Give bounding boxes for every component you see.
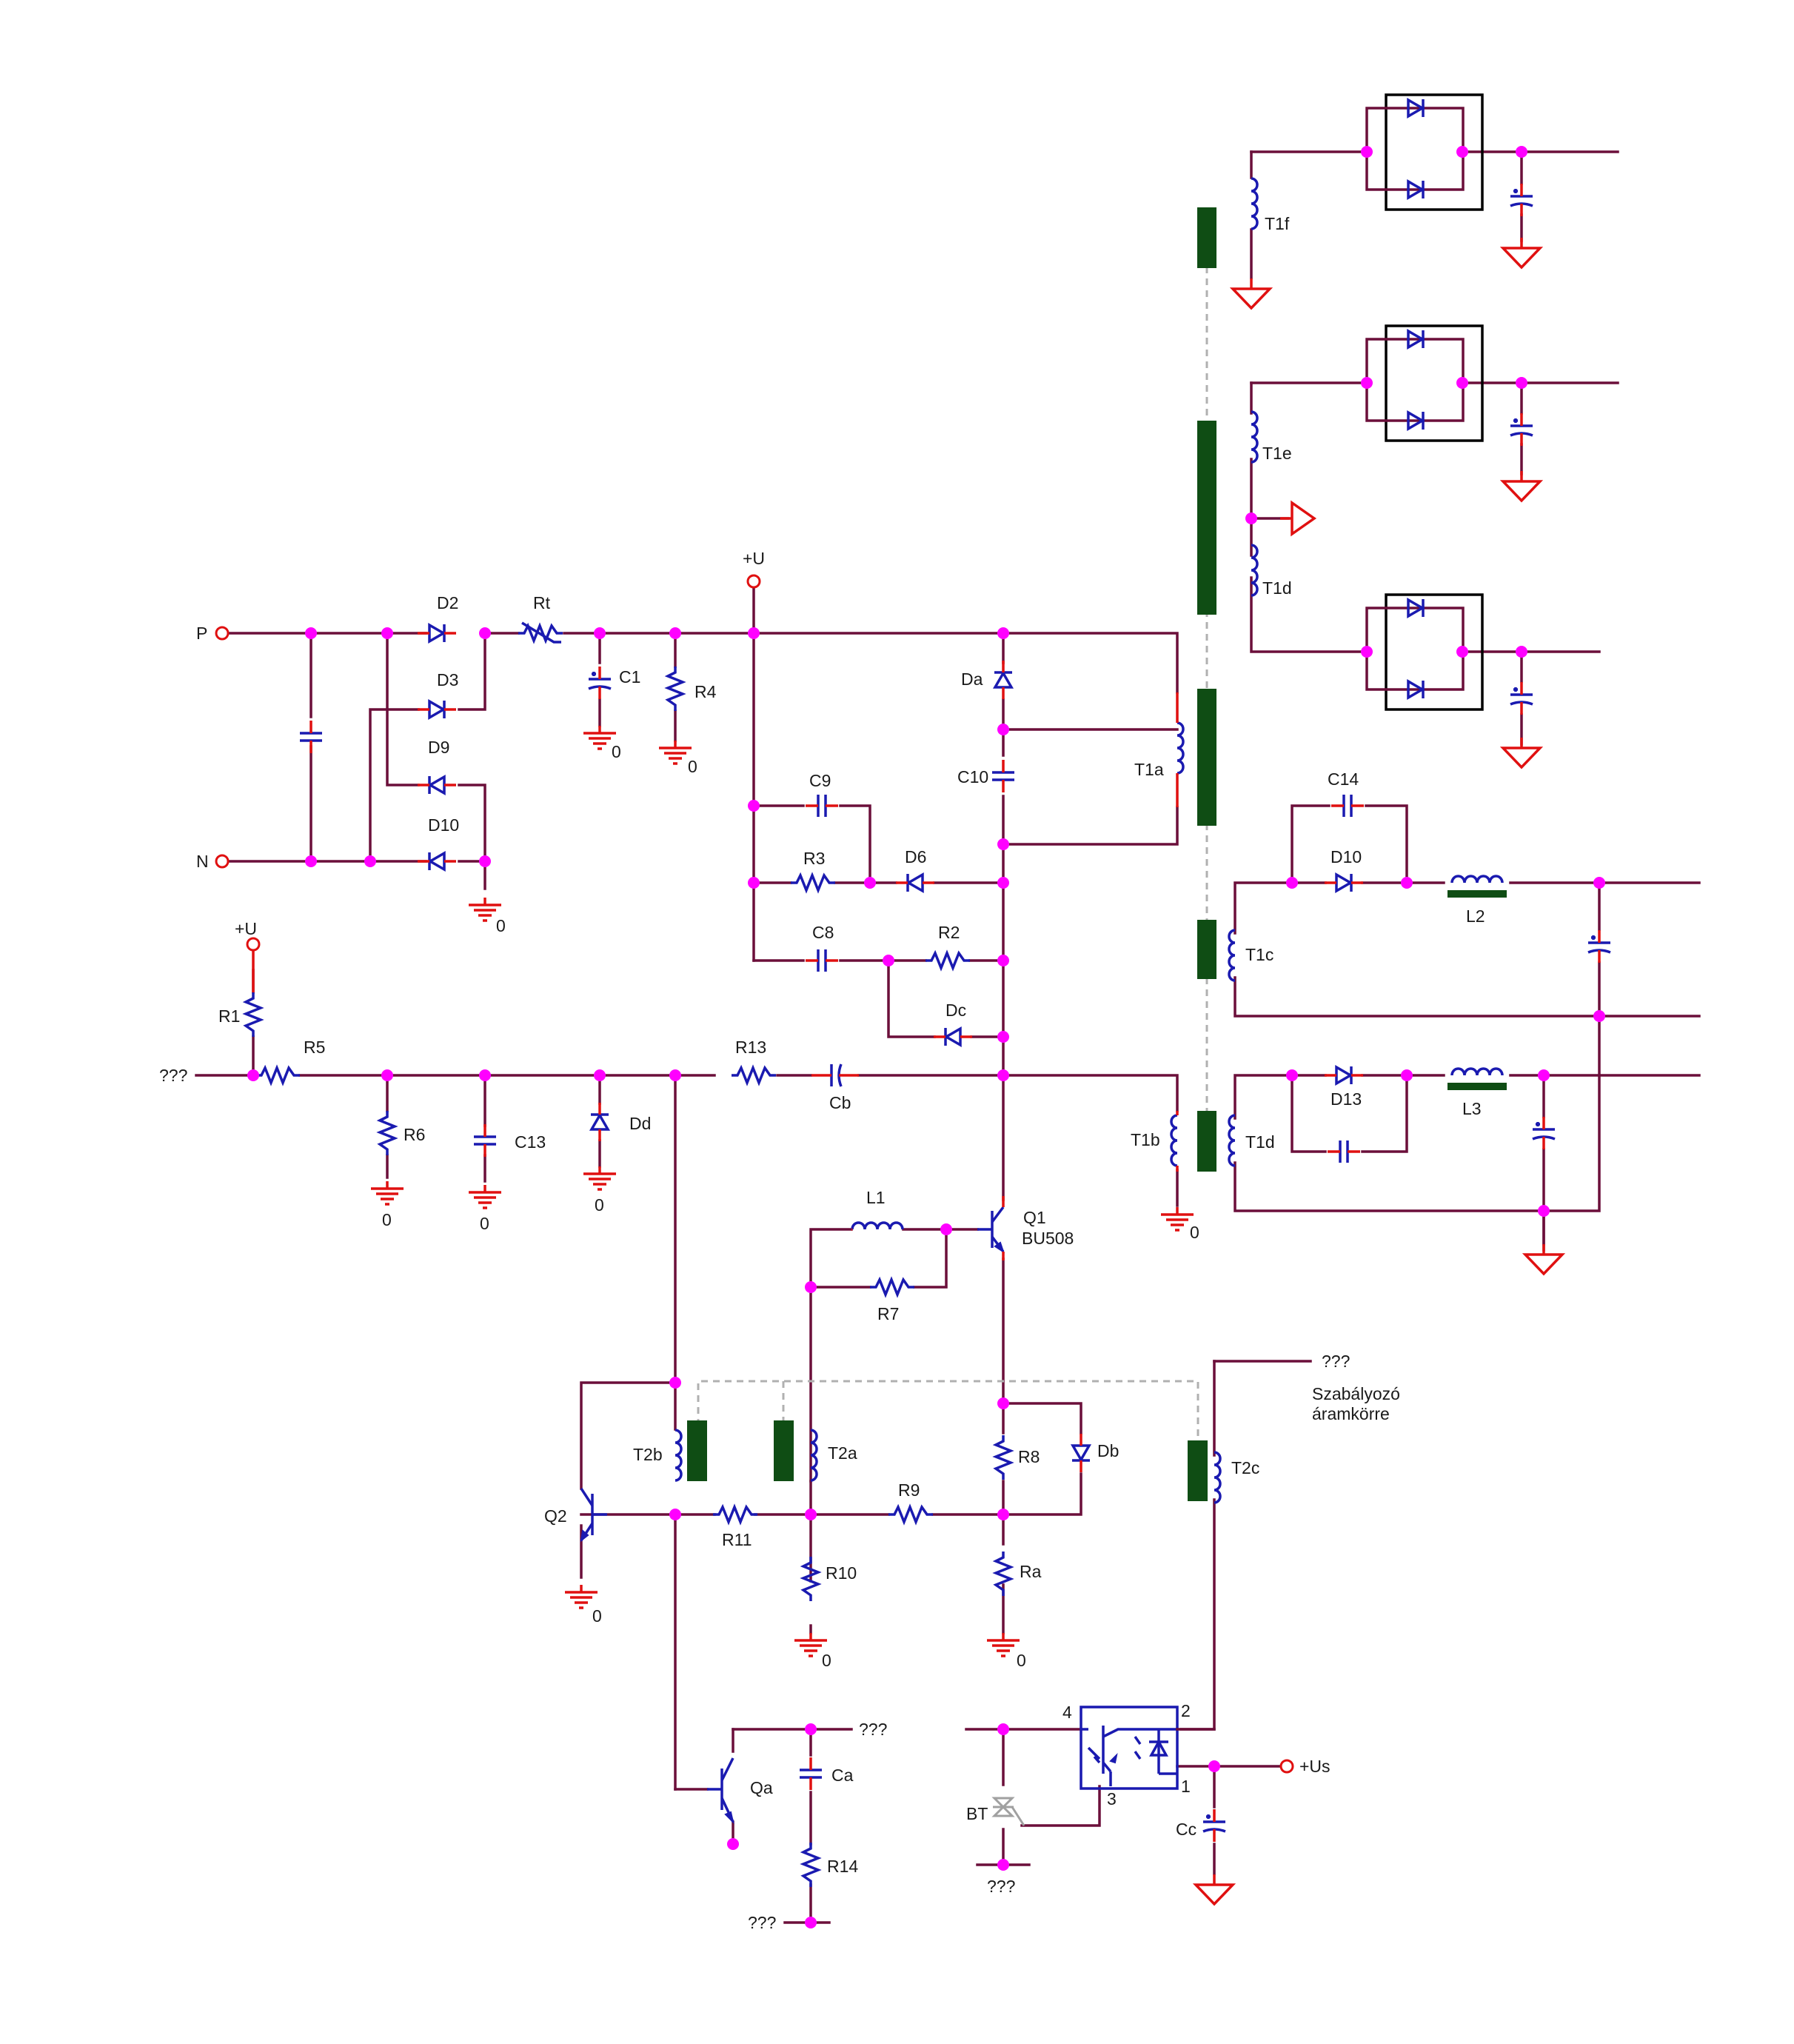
label-t2c: T2c	[1231, 1458, 1259, 1477]
label-q2: Q2	[544, 1506, 567, 1526]
label-da: Da	[961, 669, 983, 689]
annotation-line2: áramkörre	[1312, 1404, 1390, 1423]
terminals	[215, 574, 1294, 1774]
wires	[195, 150, 1701, 1924]
label-rt: Rt	[533, 593, 551, 612]
label-c10: C10	[957, 767, 988, 786]
label-t1c: T1c	[1245, 945, 1273, 964]
label-l2: L2	[1466, 906, 1485, 926]
label-r1: R1	[218, 1006, 240, 1026]
label-t1d: T1d	[1262, 578, 1292, 598]
gnd-label-r6: 0	[382, 1210, 392, 1229]
gnd-label-q2: 0	[592, 1606, 602, 1626]
coupling-lines	[697, 207, 1208, 1440]
label-pin4: 4	[1062, 1703, 1072, 1722]
label-pin1: 1	[1181, 1777, 1191, 1796]
port-plus-u-left: +U	[235, 919, 257, 938]
label-q1: Q1	[1023, 1208, 1046, 1227]
transformer-cores	[687, 207, 1507, 1501]
label-t1b: T1b	[1131, 1130, 1160, 1149]
label-t2a: T2a	[828, 1443, 857, 1463]
gnd-label-c13: 0	[480, 1214, 489, 1233]
junctions	[247, 146, 1605, 1928]
labels: P N +U +U +Us ??? ??? ??? ??? ??? Szabál…	[159, 214, 1485, 1932]
port-unknown-r14: ???	[748, 1913, 776, 1932]
port-plus-us: +Us	[1299, 1757, 1331, 1776]
label-d13: D13	[1331, 1089, 1362, 1109]
port-p: P	[196, 624, 207, 643]
label-d2: D2	[437, 593, 458, 612]
label-pin2: 2	[1181, 1701, 1191, 1720]
label-t1f: T1f	[1265, 214, 1290, 233]
label-d6: D6	[905, 847, 926, 866]
label-l1: L1	[866, 1188, 886, 1207]
label-cb: Cb	[829, 1093, 851, 1112]
gnd-label-ra: 0	[1017, 1651, 1026, 1670]
port-unknown-reg: ???	[1322, 1352, 1350, 1371]
label-c8: C8	[812, 923, 834, 942]
label-r8: R8	[1018, 1447, 1040, 1466]
label-ca: Ca	[831, 1766, 854, 1785]
label-t1d2: T1d	[1245, 1132, 1275, 1152]
label-t1a: T1a	[1134, 760, 1164, 779]
label-d3: D3	[437, 670, 458, 689]
label-pin3: 3	[1107, 1789, 1117, 1808]
label-r5: R5	[304, 1038, 325, 1057]
label-r9: R9	[898, 1480, 920, 1500]
gnd-label-c1: 0	[612, 742, 621, 761]
optocoupler	[1080, 1706, 1216, 1790]
label-cc: Cc	[1176, 1820, 1196, 1839]
label-q1-type: BU508	[1022, 1229, 1074, 1248]
label-dc: Dc	[945, 1001, 966, 1020]
label-t2b: T2b	[633, 1445, 663, 1464]
label-l3: L3	[1462, 1099, 1482, 1118]
label-c1: C1	[619, 667, 640, 687]
grounds	[369, 236, 1564, 1906]
annotation-line1: Szabályozó	[1312, 1384, 1400, 1403]
label-r7: R7	[877, 1304, 899, 1323]
port-n: N	[196, 852, 209, 871]
port-plus-u-top: +U	[743, 549, 765, 568]
label-d10: D10	[428, 815, 459, 835]
port-unknown-bt: ???	[987, 1877, 1015, 1896]
label-c14: C14	[1328, 769, 1359, 789]
gnd-label-d10: 0	[496, 916, 506, 935]
label-bt: BT	[966, 1804, 988, 1823]
label-d10b: D10	[1331, 847, 1362, 866]
label-qa: Qa	[750, 1778, 773, 1797]
label-d9: D9	[428, 738, 449, 757]
gnd-label-r4: 0	[688, 757, 697, 776]
label-r6: R6	[404, 1125, 425, 1144]
label-r2: R2	[938, 923, 960, 942]
label-t1e: T1e	[1262, 444, 1292, 463]
label-ra: Ra	[1020, 1562, 1042, 1581]
label-r11: R11	[722, 1530, 752, 1549]
label-dd: Dd	[629, 1114, 651, 1133]
label-c13: C13	[515, 1132, 546, 1152]
port-unknown-ca: ???	[859, 1720, 887, 1739]
label-c9: C9	[809, 771, 831, 790]
label-db: Db	[1097, 1441, 1119, 1460]
label-r14: R14	[827, 1857, 858, 1876]
label-r4: R4	[694, 682, 717, 701]
gnd-label-t1b: 0	[1190, 1223, 1199, 1242]
label-r3: R3	[803, 849, 825, 868]
port-unknown-left: ???	[159, 1066, 187, 1085]
gnd-label-dd: 0	[595, 1195, 604, 1215]
label-r10: R10	[826, 1563, 857, 1583]
components	[244, 93, 1612, 1888]
label-r13: R13	[735, 1038, 766, 1057]
gnd-label-r10: 0	[822, 1651, 831, 1670]
